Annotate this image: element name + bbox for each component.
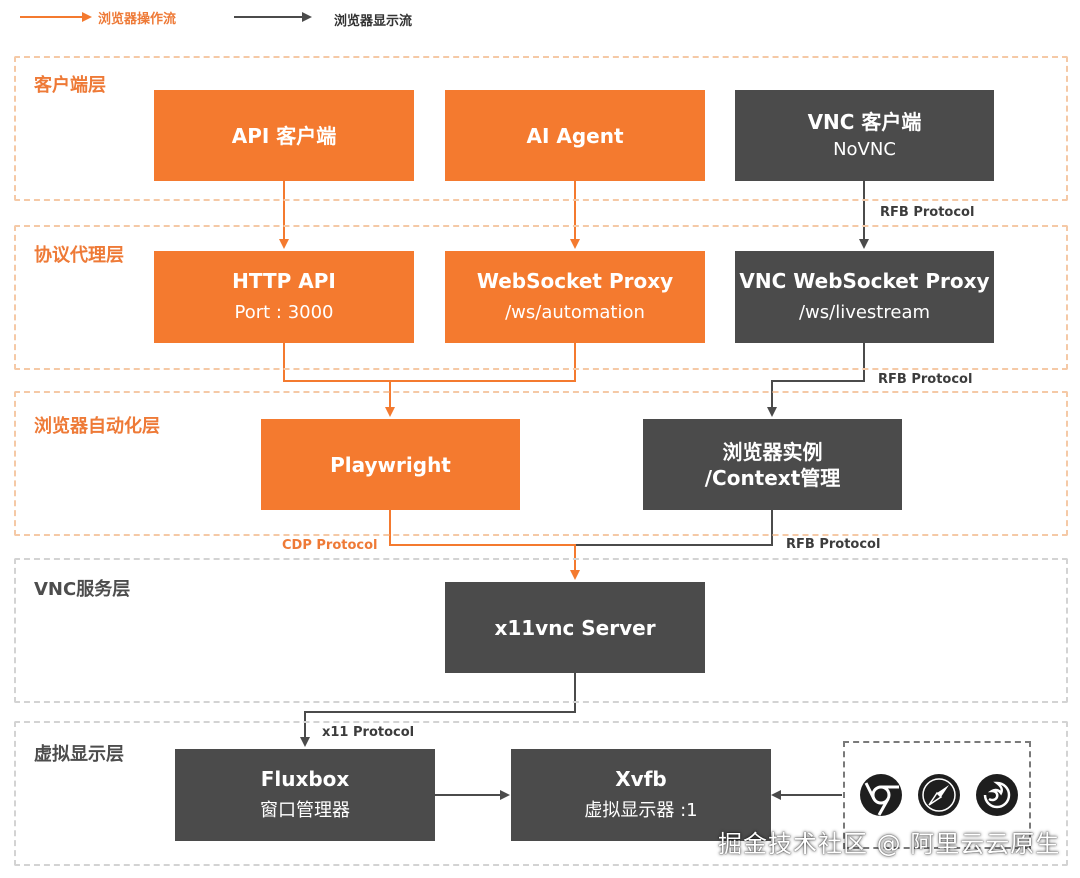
edge-browser-x11vnc bbox=[576, 510, 773, 546]
layer-virtual-display-title: 虚拟显示层 bbox=[34, 744, 124, 765]
node-browser-instance-title-2: /Context管理 bbox=[704, 465, 841, 490]
node-http-api-title: HTTP API bbox=[232, 269, 336, 293]
node-vnc-client-title: VNC 客户端 bbox=[807, 109, 922, 134]
layer-vnc-service-title: VNC服务层 bbox=[34, 579, 131, 600]
node-playwright[interactable]: Playwright bbox=[261, 419, 520, 510]
edge-proxies-playwright bbox=[283, 343, 576, 415]
browser-icons-group bbox=[843, 741, 1031, 849]
firefox-icon bbox=[976, 774, 1018, 816]
node-x11vnc-title: x11vnc Server bbox=[494, 615, 656, 640]
edge-x11vnc-fluxbox bbox=[300, 673, 576, 747]
node-vnc-ws-proxy-subtitle: /ws/livestream bbox=[798, 302, 931, 323]
protocol-rfb-3: RFB Protocol bbox=[786, 537, 881, 552]
node-api-client-title: API 客户端 bbox=[231, 123, 337, 148]
node-fluxbox-title: Fluxbox bbox=[260, 767, 350, 791]
node-ws-proxy-title: WebSocket Proxy bbox=[476, 269, 674, 293]
node-vnc-client-subtitle: NoVNC bbox=[833, 138, 896, 160]
legend-operation-label: 浏览器操作流 bbox=[98, 12, 177, 27]
chrome-icon bbox=[860, 774, 902, 816]
legend-display-label: 浏览器显示流 bbox=[334, 14, 413, 29]
node-xvfb-subtitle: 虚拟显示器 :1 bbox=[584, 800, 698, 821]
node-xvfb-title: Xvfb bbox=[615, 767, 667, 791]
edge-vnc-proxy-browser bbox=[767, 343, 865, 417]
node-ws-proxy[interactable]: WebSocket Proxy /ws/automation bbox=[445, 251, 705, 343]
layer-automation bbox=[14, 391, 1068, 536]
node-api-client[interactable]: API 客户端 bbox=[154, 90, 414, 181]
node-vnc-ws-proxy[interactable]: VNC WebSocket Proxy /ws/livestream bbox=[735, 251, 994, 343]
edge-playwright-x11vnc bbox=[389, 510, 580, 580]
protocol-x11: x11 Protocol bbox=[322, 725, 415, 740]
protocol-rfb-1: RFB Protocol bbox=[880, 205, 975, 220]
node-browser-instance-title-1: 浏览器实例 bbox=[722, 439, 823, 464]
node-http-api-subtitle: Port : 3000 bbox=[234, 302, 334, 323]
watermark: 掘金技术社区 @ 阿里云云原生 bbox=[718, 830, 1061, 858]
node-ws-proxy-subtitle: /ws/automation bbox=[505, 302, 645, 323]
layer-proxy-title: 协议代理层 bbox=[34, 245, 124, 266]
node-browser-instance[interactable]: 浏览器实例 /Context管理 bbox=[643, 419, 902, 510]
protocol-cdp: CDP Protocol bbox=[282, 538, 378, 553]
layer-vnc-service bbox=[14, 558, 1068, 703]
node-xvfb[interactable]: Xvfb 虚拟显示器 :1 bbox=[511, 749, 771, 841]
node-fluxbox-subtitle: 窗口管理器 bbox=[260, 800, 350, 821]
node-x11vnc[interactable]: x11vnc Server bbox=[445, 582, 705, 673]
safari-icon bbox=[918, 774, 960, 816]
protocol-rfb-2: RFB Protocol bbox=[878, 372, 973, 387]
layer-client-title: 客户端层 bbox=[34, 75, 106, 96]
node-ai-agent[interactable]: AI Agent bbox=[445, 90, 705, 181]
node-vnc-client[interactable]: VNC 客户端 NoVNC bbox=[735, 90, 994, 181]
node-http-api[interactable]: HTTP API Port : 3000 bbox=[154, 251, 414, 343]
node-vnc-ws-proxy-title: VNC WebSocket Proxy bbox=[739, 269, 990, 293]
node-playwright-title: Playwright bbox=[330, 452, 451, 477]
layer-client bbox=[14, 56, 1068, 201]
layer-proxy bbox=[14, 225, 1068, 370]
node-ai-agent-title: AI Agent bbox=[526, 123, 624, 148]
layer-automation-title: 浏览器自动化层 bbox=[34, 416, 160, 437]
layer-virtual-display bbox=[14, 721, 1068, 866]
node-fluxbox[interactable]: Fluxbox 窗口管理器 bbox=[175, 749, 435, 841]
